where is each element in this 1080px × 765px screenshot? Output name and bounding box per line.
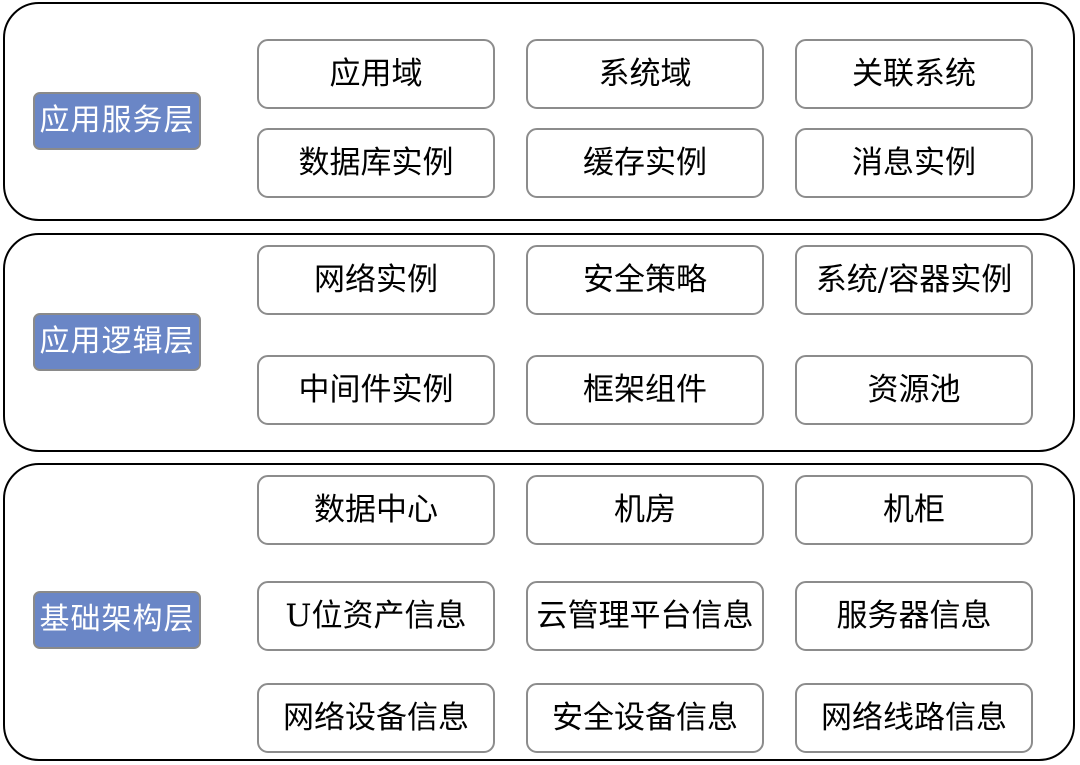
node-message-instance: 消息实例: [795, 128, 1033, 198]
node-network-line-info: 网络线路信息: [795, 683, 1033, 753]
layer-label: 应用服务层: [33, 92, 201, 150]
layer-label: 基础架构层: [33, 591, 201, 649]
node-system-domain: 系统域: [526, 39, 764, 109]
node-server-info: 服务器信息: [795, 581, 1033, 651]
node-middleware-instance: 中间件实例: [257, 355, 495, 425]
layer-label: 应用逻辑层: [33, 313, 201, 371]
node-machine-room: 机房: [526, 475, 764, 545]
node-framework-component: 框架组件: [526, 355, 764, 425]
layer-application-service: 应用服务层 应用域 系统域 关联系统 数据库实例 缓存实例 消息实例: [3, 2, 1075, 221]
node-security-device-info: 安全设备信息: [526, 683, 764, 753]
node-cache-instance: 缓存实例: [526, 128, 764, 198]
node-network-device-info: 网络设备信息: [257, 683, 495, 753]
node-system-container-instance: 系统/容器实例: [795, 245, 1033, 315]
node-cabinet: 机柜: [795, 475, 1033, 545]
node-u-position-asset-info: U位资产信息: [257, 581, 495, 651]
node-data-center: 数据中心: [257, 475, 495, 545]
node-cloud-management-platform-info: 云管理平台信息: [526, 581, 764, 651]
layer-application-logic: 应用逻辑层 网络实例 安全策略 系统/容器实例 中间件实例 框架组件 资源池: [3, 233, 1075, 452]
node-network-instance: 网络实例: [257, 245, 495, 315]
node-resource-pool: 资源池: [795, 355, 1033, 425]
node-security-policy: 安全策略: [526, 245, 764, 315]
layer-infrastructure: 基础架构层 数据中心 机房 机柜 U位资产信息 云管理平台信息 服务器信息 网络…: [3, 463, 1075, 761]
node-application-domain: 应用域: [257, 39, 495, 109]
node-related-system: 关联系统: [795, 39, 1033, 109]
node-database-instance: 数据库实例: [257, 128, 495, 198]
